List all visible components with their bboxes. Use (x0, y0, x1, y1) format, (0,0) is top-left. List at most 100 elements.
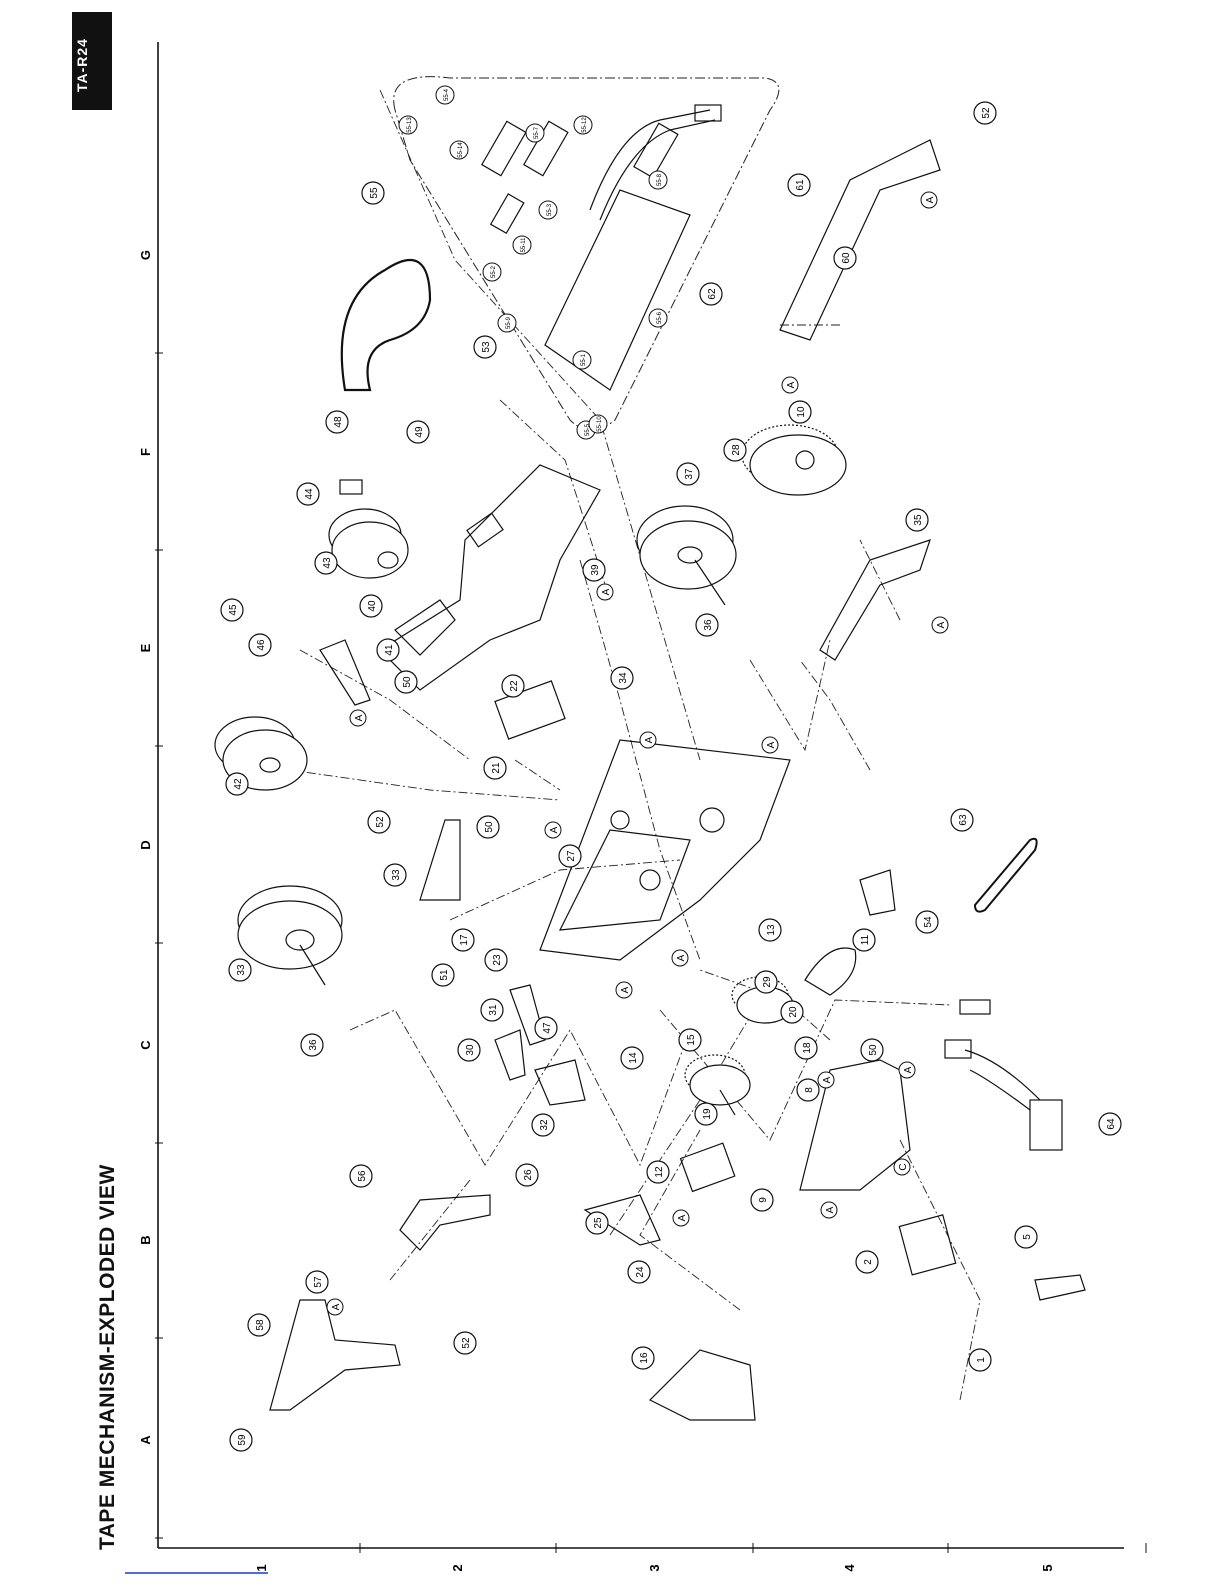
callout-circle (359, 594, 383, 618)
callout-label: 35 (913, 514, 924, 526)
callout-label: 12 (654, 1166, 665, 1178)
callout-circle (968, 1348, 992, 1372)
part-callout-11: 11 (852, 928, 876, 952)
pcb-callout-circle (482, 262, 502, 282)
pcb-callout-55-14: 55-14 (449, 140, 469, 160)
callout-label: 15 (686, 1034, 697, 1046)
callout-label: 2 (863, 1259, 874, 1265)
part-callout-16: 16 (631, 1346, 655, 1370)
callout-circle (394, 670, 418, 694)
reference-marker-a: A (639, 731, 657, 749)
reference-marker-a: A (817, 1071, 835, 1089)
pcb-callout-55-7: 55-7 (525, 123, 545, 143)
callout-circle (383, 863, 407, 887)
pcb-callout-label: 55-14 (458, 142, 464, 158)
callout-circle (787, 173, 811, 197)
model-tag-box (72, 12, 112, 110)
reference-marker-a: A (349, 709, 367, 727)
part-callout-60: 60 (833, 246, 857, 270)
ref-circle (893, 1158, 911, 1176)
part-callout-21: 21 (483, 756, 507, 780)
ref-label: A (601, 588, 612, 595)
reference-marker-a: A (761, 736, 779, 754)
part-callout-23: 23 (484, 948, 508, 972)
pcb-callout-circle (648, 308, 668, 328)
bracket-part-33-upper (419, 819, 461, 901)
callout-circle (585, 1211, 609, 1235)
part-callout-48: 48 (325, 410, 349, 434)
part-callout-64: 64 (1098, 1112, 1122, 1136)
part-callout-36: 36 (300, 1033, 324, 1057)
part-callout-9: 9 (750, 1188, 774, 1212)
part-callout-34: 34 (610, 666, 634, 690)
lever-part-35 (819, 539, 931, 661)
lever-part-54 (859, 869, 896, 916)
callout-circle (905, 508, 929, 532)
callout-label: 41 (384, 644, 395, 656)
callout-label: 30 (465, 1044, 476, 1056)
arm-part-32 (534, 1059, 586, 1106)
callout-circle (453, 1331, 477, 1355)
part-callout-35: 35 (905, 508, 929, 532)
connector-part-5 (1034, 1274, 1086, 1301)
callout-circle (431, 963, 455, 987)
pcb-callout-layer: 55-155-255-355-455-555-655-755-855-955-1… (398, 85, 668, 440)
callout-circle (796, 1078, 820, 1102)
callout-circle (473, 335, 497, 359)
ref-circle (544, 821, 562, 839)
callout-label: 14 (628, 1052, 639, 1064)
callout-label: 27 (566, 850, 577, 862)
part-callout-52: 52 (973, 101, 997, 125)
ref-label: A (644, 736, 655, 743)
part-callout-54: 54 (915, 910, 939, 934)
callout-circle (646, 1160, 670, 1184)
ref-circle (615, 981, 633, 999)
callout-circle (534, 1016, 558, 1040)
pcb-callout-circle (449, 140, 469, 160)
ref-circle (920, 191, 938, 209)
grid-column-label-G: G (138, 250, 153, 260)
callout-label: 33 (391, 869, 402, 881)
ref-label: A (822, 1076, 833, 1083)
lever-part-41 (319, 639, 371, 706)
part-callout-15: 15 (678, 1028, 702, 1052)
part-callout-5: 5 (1014, 1225, 1038, 1249)
callout-circle (476, 815, 500, 839)
pcb-callout-55-9: 55-9 (497, 313, 517, 333)
callout-label: 31 (488, 1004, 499, 1016)
ref-circle (672, 1209, 690, 1227)
callout-label: 23 (492, 954, 503, 966)
grid-column-label-F: F (138, 448, 153, 456)
ref-circle (671, 949, 689, 967)
callout-label: 45 (228, 604, 239, 616)
callout-label: 61 (795, 179, 806, 191)
ref-circle (596, 583, 614, 601)
callout-label: 50 (868, 1044, 879, 1056)
part-callout-18: 18 (794, 1036, 818, 1060)
part-callout-50: 50 (860, 1038, 884, 1062)
part-callout-58: 58 (247, 1313, 271, 1337)
callout-circle (501, 674, 525, 698)
motor-part-43 (328, 479, 409, 579)
ref-label: A (354, 714, 365, 721)
callout-circle (852, 928, 876, 952)
part-callout-42: 42 (225, 772, 249, 796)
callout-label: 18 (802, 1042, 813, 1054)
callout-circle (855, 1250, 879, 1274)
bracket-part-56 (399, 1194, 491, 1251)
callout-label: 54 (923, 916, 934, 928)
callout-label: 52 (461, 1337, 472, 1349)
chassis-part-40 (379, 464, 601, 691)
pcb-callout-55-10: 55-10 (588, 414, 608, 434)
callout-label: 22 (509, 680, 520, 692)
bracket-part-61 (779, 139, 941, 341)
part-callout-31: 31 (480, 998, 504, 1022)
pcb-callout-55-12: 55-12 (573, 115, 593, 135)
callout-circle (229, 1428, 253, 1452)
ref-label: C (898, 1163, 909, 1170)
pcb-callout-circle (525, 123, 545, 143)
grid-row-label-1: 1 (254, 1564, 269, 1571)
part-callout-26: 26 (515, 1163, 539, 1187)
callout-label: 55 (369, 187, 380, 199)
callout-circle (296, 482, 320, 506)
